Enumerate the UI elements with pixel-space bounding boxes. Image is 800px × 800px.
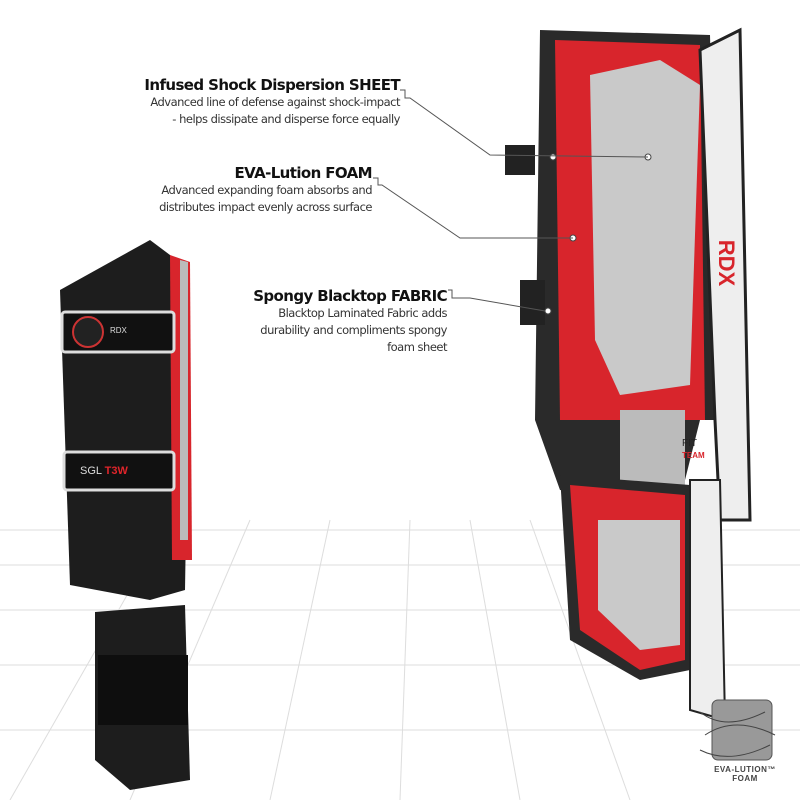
callout-desc-line: distributes impact evenly across surface bbox=[159, 200, 372, 214]
callout-title: Spongy Blacktop FABRIC bbox=[253, 287, 447, 305]
callout-desc-line: - helps dissipate and disperse force equ… bbox=[172, 112, 400, 126]
foam-logo-text: EVA-LUTION™ FOAM bbox=[705, 765, 785, 783]
callout-title: EVA-Lution FOAM bbox=[234, 164, 372, 182]
callout-blacktop-fabric: Spongy Blacktop FABRIC Blacktop Laminate… bbox=[147, 287, 447, 356]
callout-desc-line: foam sheet bbox=[387, 340, 447, 354]
callout-lines bbox=[373, 89, 649, 312]
right-shin-guard bbox=[505, 27, 752, 722]
foam-logo-line1: EVA-LUTION™ bbox=[714, 765, 776, 774]
callout-desc-line: Advanced expanding foam absorbs and bbox=[161, 183, 372, 197]
strap-label-accent: T3W bbox=[104, 465, 128, 477]
foam-logo-line2: FOAM bbox=[732, 774, 758, 783]
callout-shock-sheet: Infused Shock Dispersion SHEET Advanced … bbox=[80, 76, 400, 128]
callout-title: Infused Shock Dispersion SHEET bbox=[144, 76, 400, 94]
eva-lution-foam-icon bbox=[699, 699, 776, 761]
callout-desc-line: Advanced line of defense against shock-i… bbox=[150, 95, 400, 109]
brand-mark: RDX bbox=[110, 326, 127, 335]
strap-label-text: SGL bbox=[80, 465, 102, 477]
callout-eva-foam: EVA-Lution FOAM Advanced expanding foam … bbox=[72, 164, 373, 216]
left-shin-guard bbox=[60, 240, 192, 790]
callout-desc-line: durability and compliments spongy bbox=[260, 323, 447, 337]
strap-label: SGL T3W bbox=[80, 465, 128, 477]
knee-label: FIT bbox=[682, 438, 697, 449]
side-brand-text: RDX bbox=[714, 239, 740, 287]
callout-desc-line: Blacktop Laminated Fabric adds bbox=[278, 306, 447, 320]
knee-label: TEAM bbox=[682, 451, 705, 460]
